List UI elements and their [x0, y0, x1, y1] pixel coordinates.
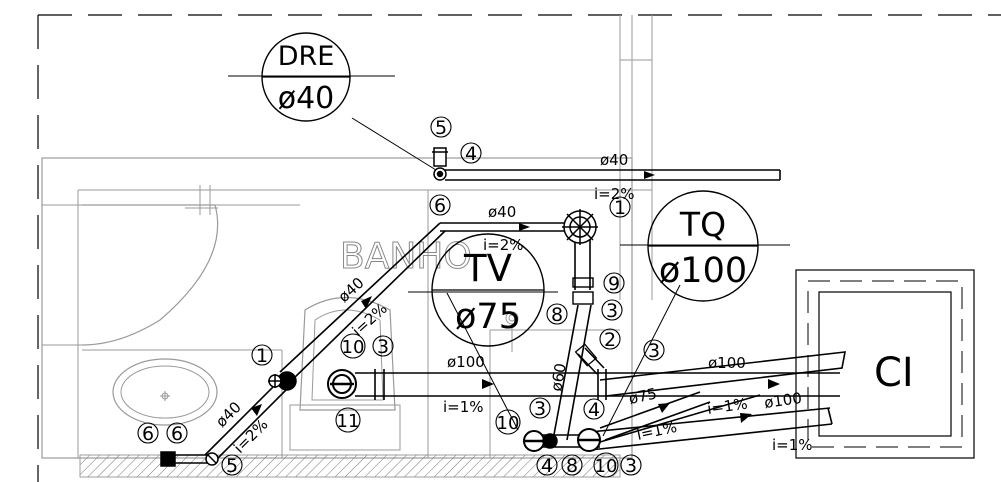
label-diag-lower-slope: i=2% — [230, 415, 271, 456]
svg-text:1: 1 — [614, 197, 626, 219]
callout: 3 — [620, 454, 642, 477]
label-main-left: ø100 — [447, 353, 485, 371]
svg-text:10: 10 — [342, 337, 365, 358]
tag-dre-diameter: ø40 — [278, 81, 335, 116]
tag-dre-code: DRE — [278, 41, 335, 72]
callout: 11 — [335, 407, 361, 433]
tag-ci: CI — [874, 350, 914, 396]
callout: 4 — [583, 398, 605, 421]
label-right-slope-c: i=1% — [772, 436, 813, 454]
tag-tv-diameter: ø75 — [455, 297, 521, 337]
tag-tv-code: TV — [463, 247, 512, 290]
svg-text:5: 5 — [435, 117, 447, 139]
tag-tq: TQ ø100 — [647, 190, 759, 302]
label-vertical: ø60 — [547, 362, 570, 393]
svg-text:9: 9 — [608, 273, 620, 295]
label-diag-lower: ø40 — [212, 398, 245, 431]
callout: 3 — [643, 339, 665, 362]
svg-text:6: 6 — [171, 423, 183, 445]
label-right-slope-b: i=1% — [635, 418, 678, 444]
svg-text:5: 5 — [226, 455, 238, 477]
svg-text:3: 3 — [377, 336, 389, 358]
callout: 6 — [137, 422, 159, 445]
callout: 10 — [495, 409, 521, 435]
svg-text:4: 4 — [465, 143, 477, 165]
tag-tq-code: TQ — [679, 205, 726, 244]
fitting-callouts: 5 4 6 1 9 8 3 2 3 1 10 3 11 6 6 5 10 3 4… — [137, 116, 665, 478]
svg-text:10: 10 — [595, 456, 618, 477]
label-right-slope-a: i=1% — [706, 394, 749, 417]
callout: 8 — [561, 454, 583, 477]
callout: 4 — [460, 142, 482, 165]
callout: 2 — [599, 328, 621, 351]
svg-text:6: 6 — [434, 195, 446, 217]
callout: 3 — [601, 299, 623, 322]
tag-tq-diameter: ø100 — [659, 251, 747, 291]
room-label: BANHO — [340, 236, 472, 277]
svg-text:1: 1 — [256, 345, 268, 367]
callout: 4 — [536, 454, 558, 477]
callout: 10 — [593, 452, 619, 478]
label-main-right: ø100 — [708, 354, 746, 372]
callout: 5 — [221, 454, 243, 477]
label-top-pipe: ø40 — [600, 151, 628, 169]
svg-text:10: 10 — [497, 413, 520, 434]
room-boundary — [37, 14, 1001, 482]
svg-text:8: 8 — [551, 304, 563, 326]
svg-text:3: 3 — [534, 398, 546, 420]
svg-text:3: 3 — [648, 340, 660, 362]
svg-text:4: 4 — [541, 455, 553, 477]
callout: 1 — [251, 344, 273, 367]
svg-text:11: 11 — [337, 411, 360, 432]
label-mid-slope: i=2% — [483, 236, 524, 254]
inspection-box — [795, 269, 975, 459]
callout: 6 — [166, 422, 188, 445]
callout: 10 — [340, 333, 366, 359]
flow-arrows — [251, 171, 780, 423]
callout: 8 — [546, 303, 568, 326]
callout: 9 — [603, 272, 625, 295]
label-main-left-slope: i=1% — [443, 398, 484, 416]
svg-text:8: 8 — [566, 455, 578, 477]
callout: 5 — [430, 116, 452, 139]
callout: 3 — [529, 397, 551, 420]
svg-text:3: 3 — [625, 455, 637, 477]
svg-text:4: 4 — [588, 399, 600, 421]
fittings — [160, 147, 601, 467]
tag-tv: TV ø75 — [431, 233, 545, 347]
svg-text:3: 3 — [606, 300, 618, 322]
callout: 3 — [372, 335, 394, 358]
tag-dre: DRE ø40 — [261, 32, 351, 122]
svg-text:6: 6 — [142, 423, 154, 445]
svg-text:2: 2 — [604, 329, 616, 351]
label-mid-pipe: ø40 — [488, 203, 516, 221]
callout: 1 — [609, 196, 631, 219]
callout: 6 — [429, 194, 451, 217]
label-branch-75: ø75 — [627, 384, 658, 407]
pipe-network — [165, 169, 846, 464]
label-right-pipe-b: ø100 — [763, 389, 803, 412]
